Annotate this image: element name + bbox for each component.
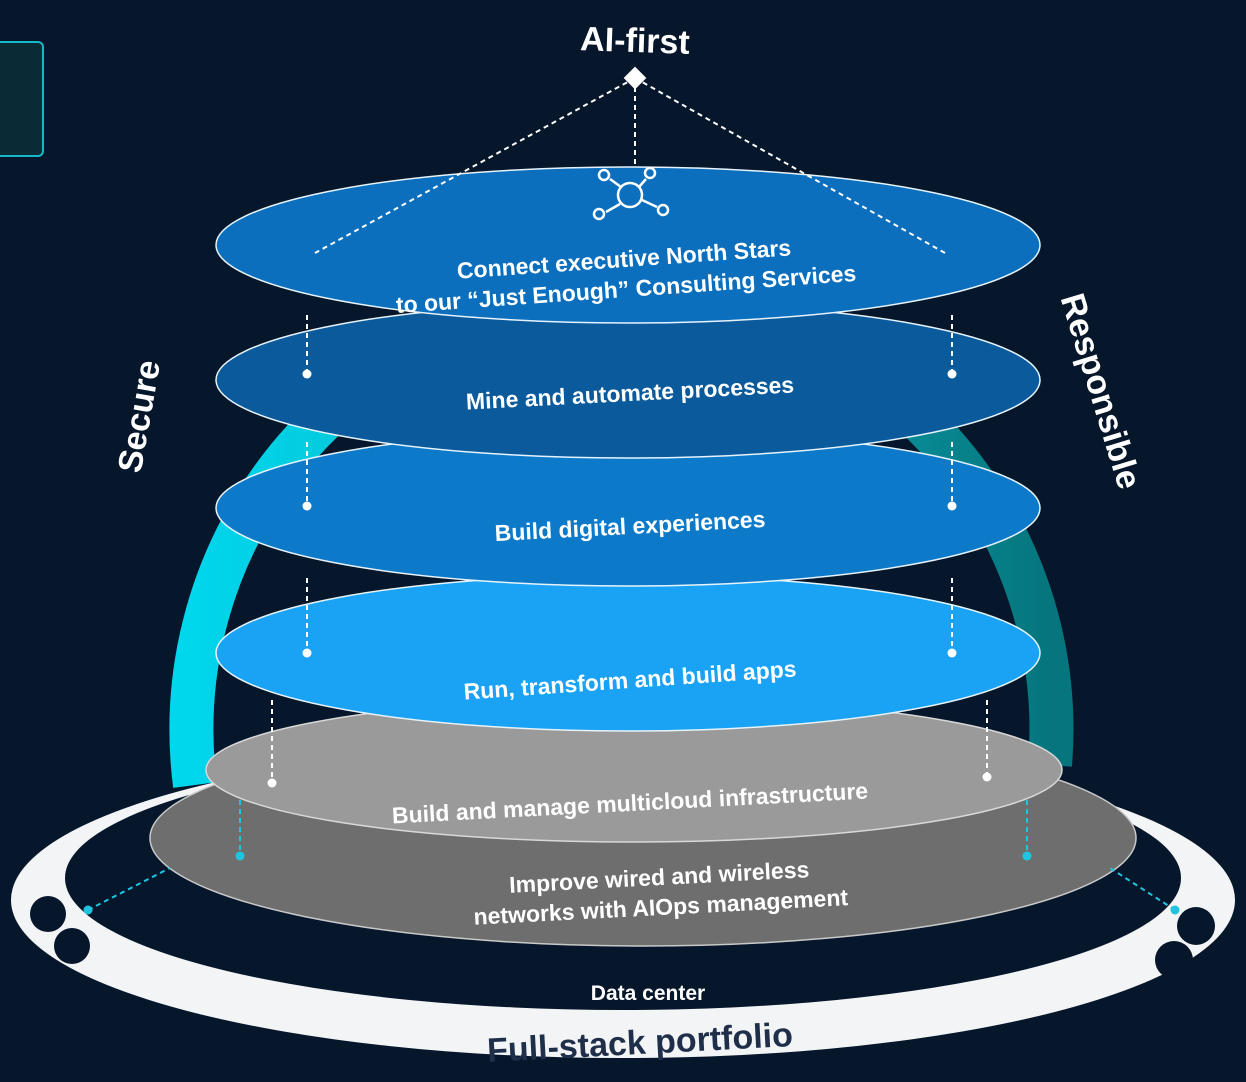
corner-panel (0, 41, 44, 157)
platform-dot (1155, 941, 1193, 979)
connector-dot (302, 501, 312, 511)
platform-dot (1177, 907, 1215, 945)
connector-dot (947, 648, 957, 658)
connector-dot (302, 369, 312, 379)
platform-dot (30, 896, 66, 932)
platform-dot (54, 928, 90, 964)
layer-consulting-disc (215, 166, 1041, 324)
layer-apps-disc (215, 574, 1041, 732)
accent-connectors (87, 800, 1176, 911)
network-hub-icon (592, 166, 670, 221)
connector-dot (267, 778, 277, 788)
apex-connectors (314, 77, 946, 254)
apex-diamond (623, 66, 647, 90)
connector-dot (982, 772, 992, 782)
connector-dot (947, 501, 957, 511)
accent-dot (1170, 905, 1180, 915)
accent-dot (235, 851, 245, 861)
layer-connectors (271, 315, 988, 783)
ai-first-label: AI-first (579, 20, 691, 62)
accent-dot (83, 905, 93, 915)
accent-dot (1022, 851, 1032, 861)
connector-dot (302, 648, 312, 658)
connector-dot (947, 369, 957, 379)
data-center-label: Data center (590, 982, 706, 1005)
